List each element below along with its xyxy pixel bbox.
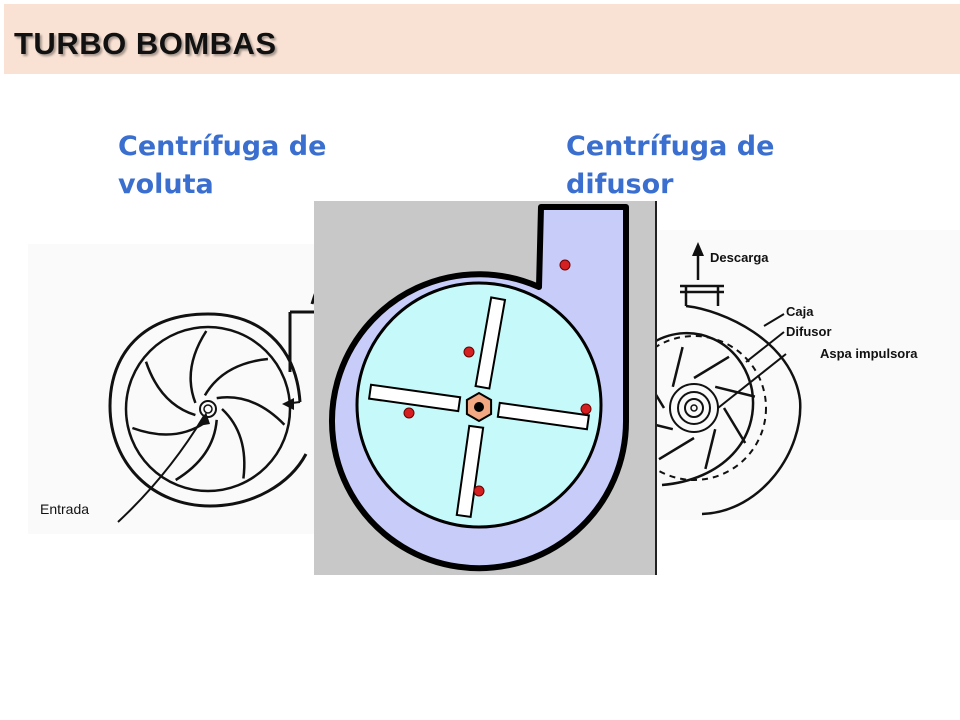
volute-pump-diagram: Entrada <box>28 244 328 534</box>
diffuser-vane <box>658 436 695 461</box>
diffuser-pump-diagram: Descarga Caja Difusor Aspa impulsora <box>652 230 960 520</box>
fluid-particle <box>403 407 415 419</box>
diffuser-vane <box>693 355 730 380</box>
title-bar <box>4 4 960 74</box>
diffuser-vane <box>671 346 684 388</box>
inner-casing <box>653 332 755 487</box>
caption-volute: Centrífuga de voluta <box>118 131 327 200</box>
impeller-blades <box>367 296 591 519</box>
impeller-ring-inner <box>684 398 704 418</box>
diffuser-leader-line <box>745 331 785 363</box>
impeller-vane <box>189 330 208 404</box>
diffuser-ring <box>652 335 767 481</box>
fluid-particle <box>559 259 571 271</box>
impeller-vane <box>175 419 218 482</box>
pump-animation-frame <box>314 201 657 575</box>
caption-diffuser: Centrífuga de difusor <box>566 131 775 200</box>
casing-label: Caja <box>786 304 814 319</box>
impeller-vane <box>216 396 286 426</box>
discharge-label: Descarga <box>710 250 769 265</box>
impeller-vane-label: Aspa impulsora <box>820 346 918 361</box>
inlet-arrow-head <box>198 412 210 426</box>
volute-casing <box>108 312 308 508</box>
impeller-vane-leader-line <box>717 353 787 409</box>
impeller-shaft <box>203 404 213 414</box>
inlet-label: Entrada <box>40 501 89 517</box>
impeller-vane <box>144 361 196 417</box>
page-title: TURBO BOMBAS <box>14 26 277 61</box>
casing-leader-line <box>763 313 785 327</box>
impeller-blade <box>455 424 485 519</box>
impeller-blade <box>474 296 507 390</box>
shaft-center <box>474 402 484 412</box>
fluid-particle <box>580 403 592 415</box>
impeller-blade <box>496 401 591 431</box>
impeller-vanes <box>131 330 286 482</box>
diffuser-casing <box>685 304 802 516</box>
diffuser-vane <box>722 407 747 444</box>
impeller-ring-middle <box>677 391 711 425</box>
impeller-blade <box>367 383 462 413</box>
discharge-arrow-head <box>692 242 704 256</box>
fluid-particle <box>473 485 485 497</box>
discharge-flange <box>680 284 724 306</box>
impeller-eye <box>199 400 217 418</box>
impeller-vane <box>131 421 206 436</box>
diagram-background <box>28 244 328 534</box>
inlet-leader-line <box>117 415 205 523</box>
impeller-shaft <box>690 404 698 412</box>
impeller-outline <box>124 325 292 493</box>
impeller-vane <box>221 408 246 479</box>
fluid-particles <box>403 259 592 497</box>
diffuser-vane <box>704 428 717 470</box>
diffuser-label: Difusor <box>786 324 832 339</box>
diffuser-vane <box>714 385 756 398</box>
fluid-particle <box>463 346 475 358</box>
diagram-background <box>652 230 960 520</box>
impeller-vane <box>203 357 269 397</box>
flow-arrow-head <box>282 398 294 410</box>
